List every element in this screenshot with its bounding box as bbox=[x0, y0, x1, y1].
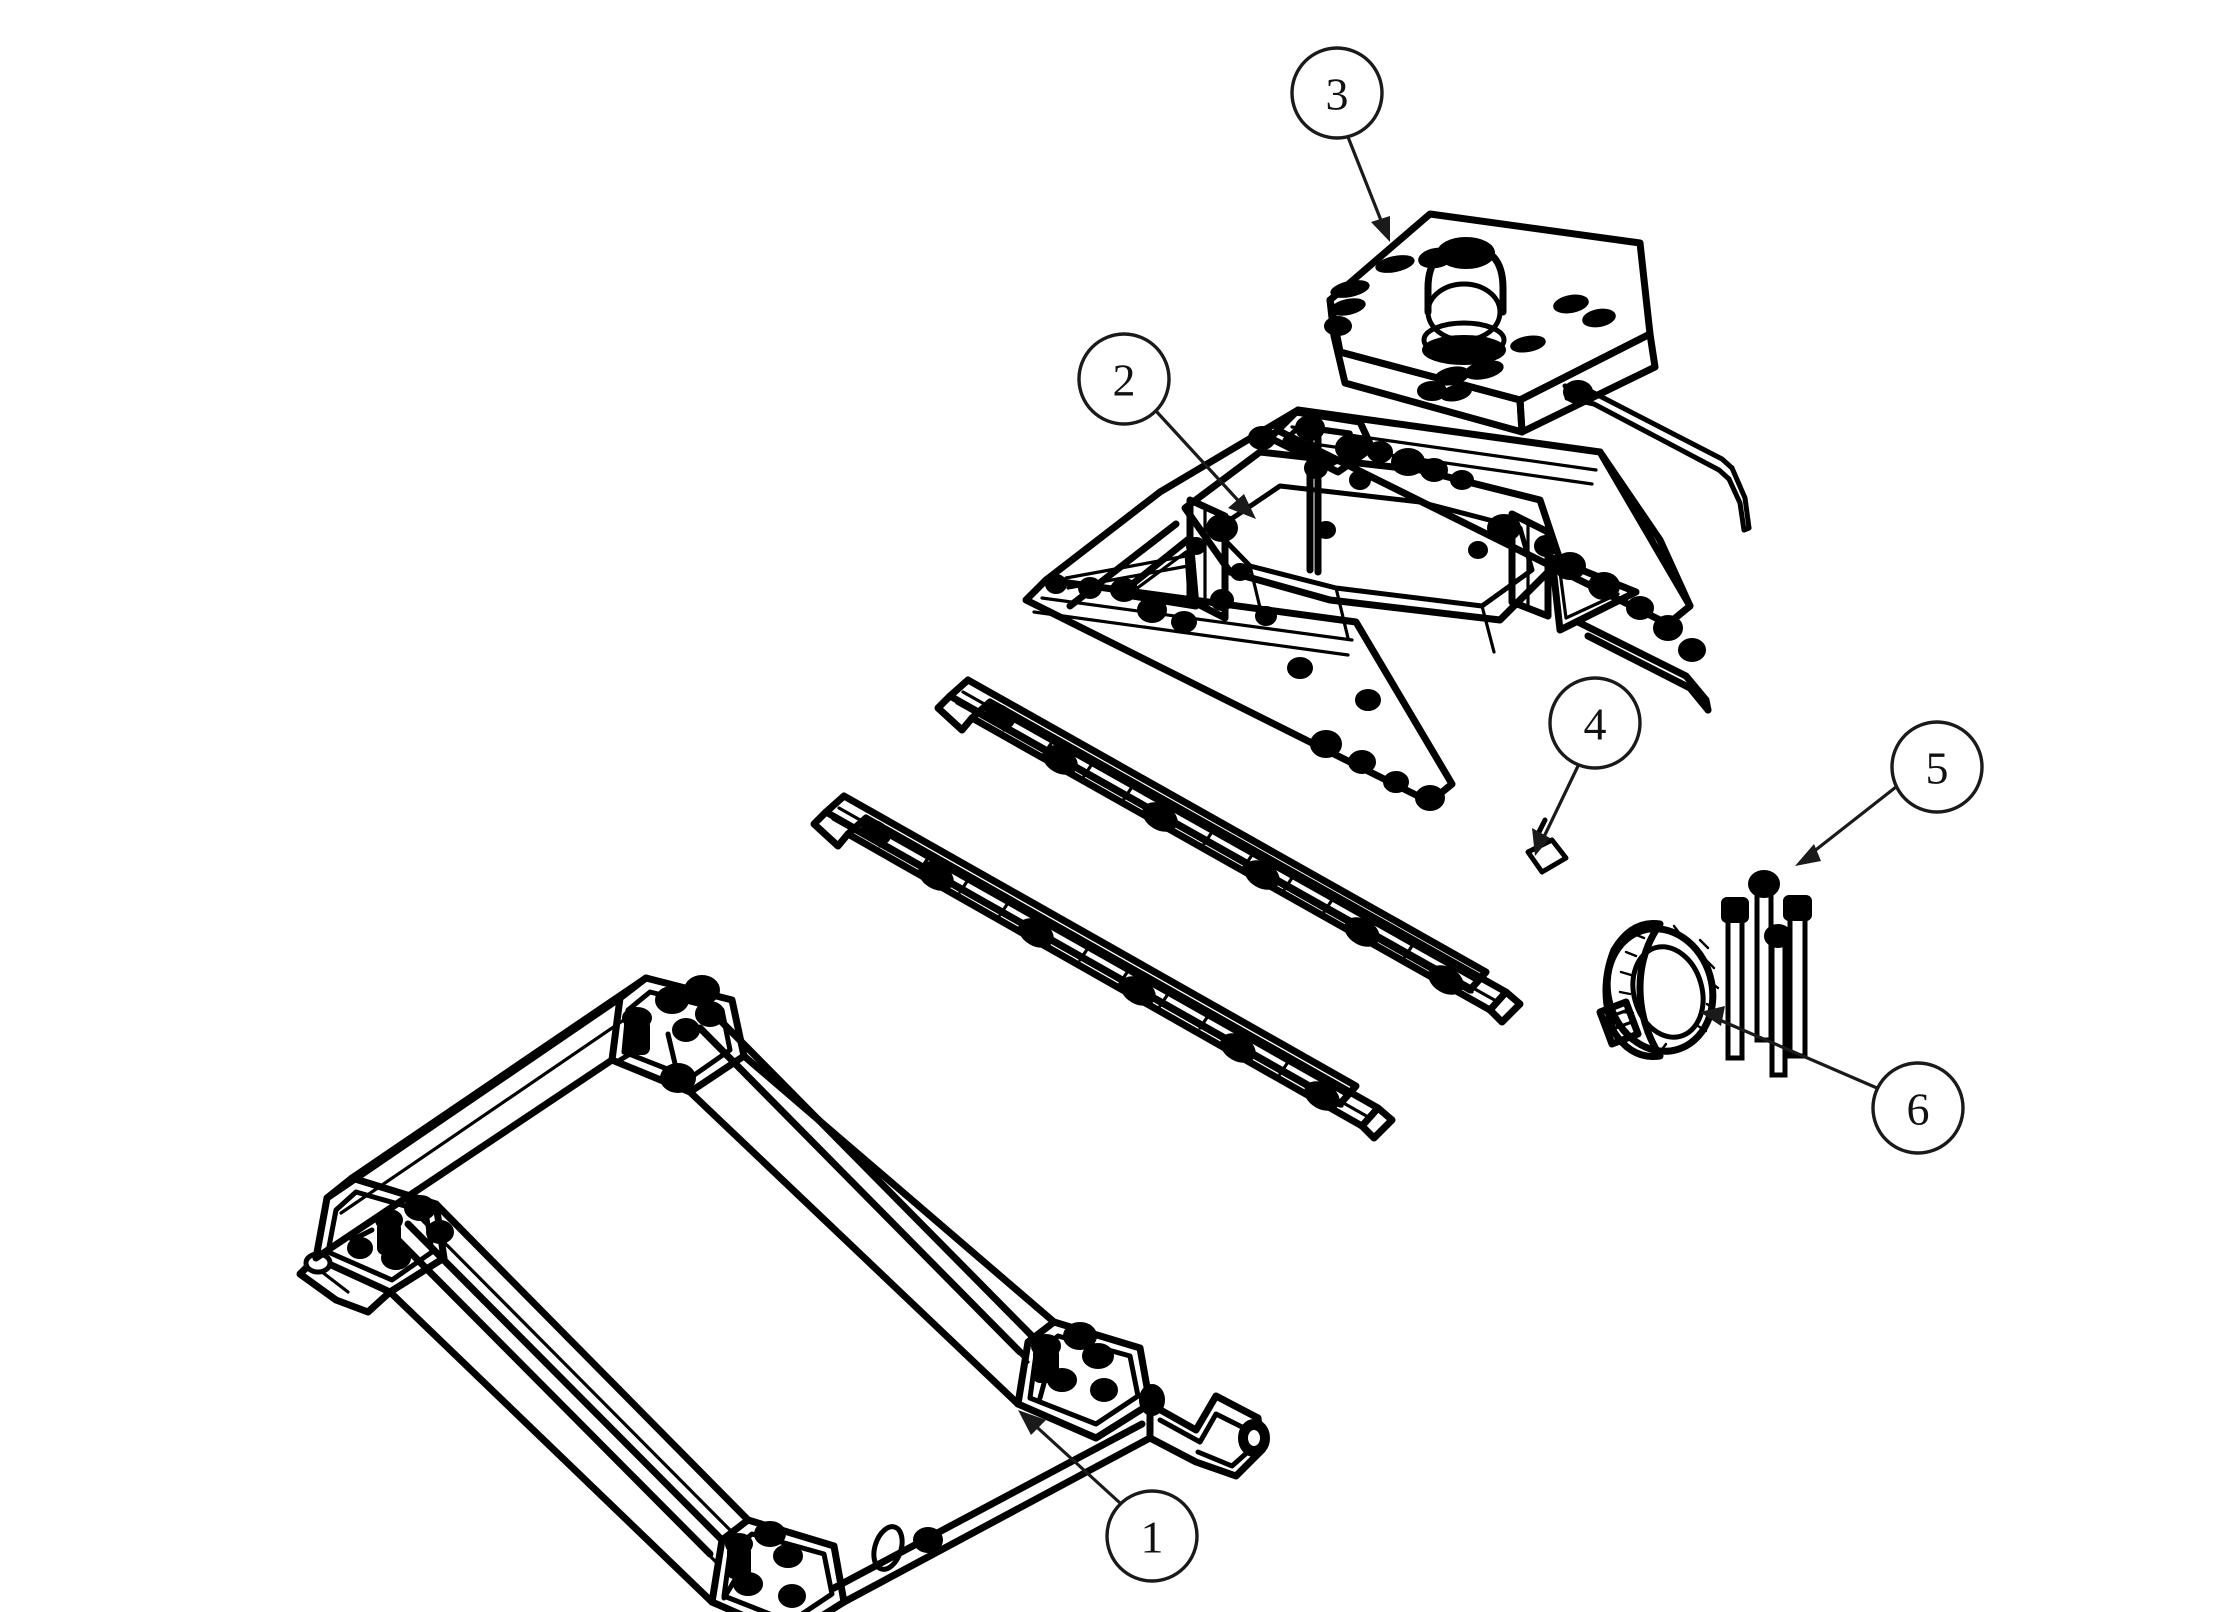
callout-3-leader bbox=[1346, 135, 1386, 230]
callout-5-bubble[interactable] bbox=[1890, 720, 1984, 814]
part-slide-rail-lower[interactable] bbox=[810, 792, 1396, 1142]
callout-6-bubble[interactable] bbox=[1871, 1061, 1965, 1155]
callout-6[interactable]: 6 bbox=[1700, 1006, 1965, 1155]
callout-3[interactable]: 3 bbox=[1290, 46, 1390, 242]
callout-4-label: 4 bbox=[1584, 699, 1607, 750]
part-top-plate[interactable] bbox=[1324, 210, 1752, 533]
part-hose-clamp[interactable] bbox=[1593, 916, 1727, 1064]
callout-6-label: 6 bbox=[1907, 1084, 1930, 1135]
part-base-frame[interactable] bbox=[296, 974, 1270, 1612]
callout-5[interactable]: 5 bbox=[1795, 720, 1984, 866]
callout-5-label: 5 bbox=[1926, 743, 1949, 794]
callout-2-arrowhead bbox=[1228, 494, 1256, 519]
callout-4-arrowhead bbox=[1532, 828, 1550, 856]
callout-1-bubble[interactable] bbox=[1105, 1489, 1199, 1583]
callout-layer[interactable]: 1 2 3 4 5 bbox=[1018, 46, 1984, 1583]
callout-1-label: 1 bbox=[1141, 1512, 1164, 1563]
callout-6-arrowhead bbox=[1700, 1006, 1725, 1026]
part-slide-rail-upper[interactable] bbox=[934, 676, 1524, 1026]
callout-4-leader bbox=[1539, 764, 1580, 845]
callout-1-leader bbox=[1026, 1417, 1122, 1505]
bolt-cluster-right bbox=[1031, 1322, 1118, 1402]
callout-2-bubble[interactable] bbox=[1077, 332, 1171, 426]
part-suspension-frame[interactable] bbox=[1022, 406, 1712, 811]
bolt-cluster-top-left bbox=[617, 975, 725, 1093]
callout-2-leader bbox=[1154, 409, 1247, 510]
callout-2[interactable]: 2 bbox=[1077, 332, 1256, 519]
callout-3-arrowhead bbox=[1371, 216, 1390, 242]
callout-3-bubble[interactable] bbox=[1290, 46, 1384, 140]
callout-4[interactable]: 4 bbox=[1532, 676, 1642, 856]
bolt-cluster-left bbox=[347, 1195, 454, 1270]
callout-3-label: 3 bbox=[1326, 69, 1349, 120]
bolt-cluster-bottom bbox=[721, 1521, 806, 1608]
callout-5-leader bbox=[1806, 785, 1898, 858]
callout-4-bubble[interactable] bbox=[1548, 676, 1642, 770]
callout-2-label: 2 bbox=[1113, 355, 1136, 406]
callout-6-leader bbox=[1713, 1016, 1879, 1090]
callout-1[interactable]: 1 bbox=[1018, 1410, 1199, 1583]
callout-1-arrowhead bbox=[1018, 1410, 1046, 1435]
part-bolt-set[interactable] bbox=[1721, 870, 1812, 1078]
callout-5-arrowhead bbox=[1795, 844, 1821, 866]
